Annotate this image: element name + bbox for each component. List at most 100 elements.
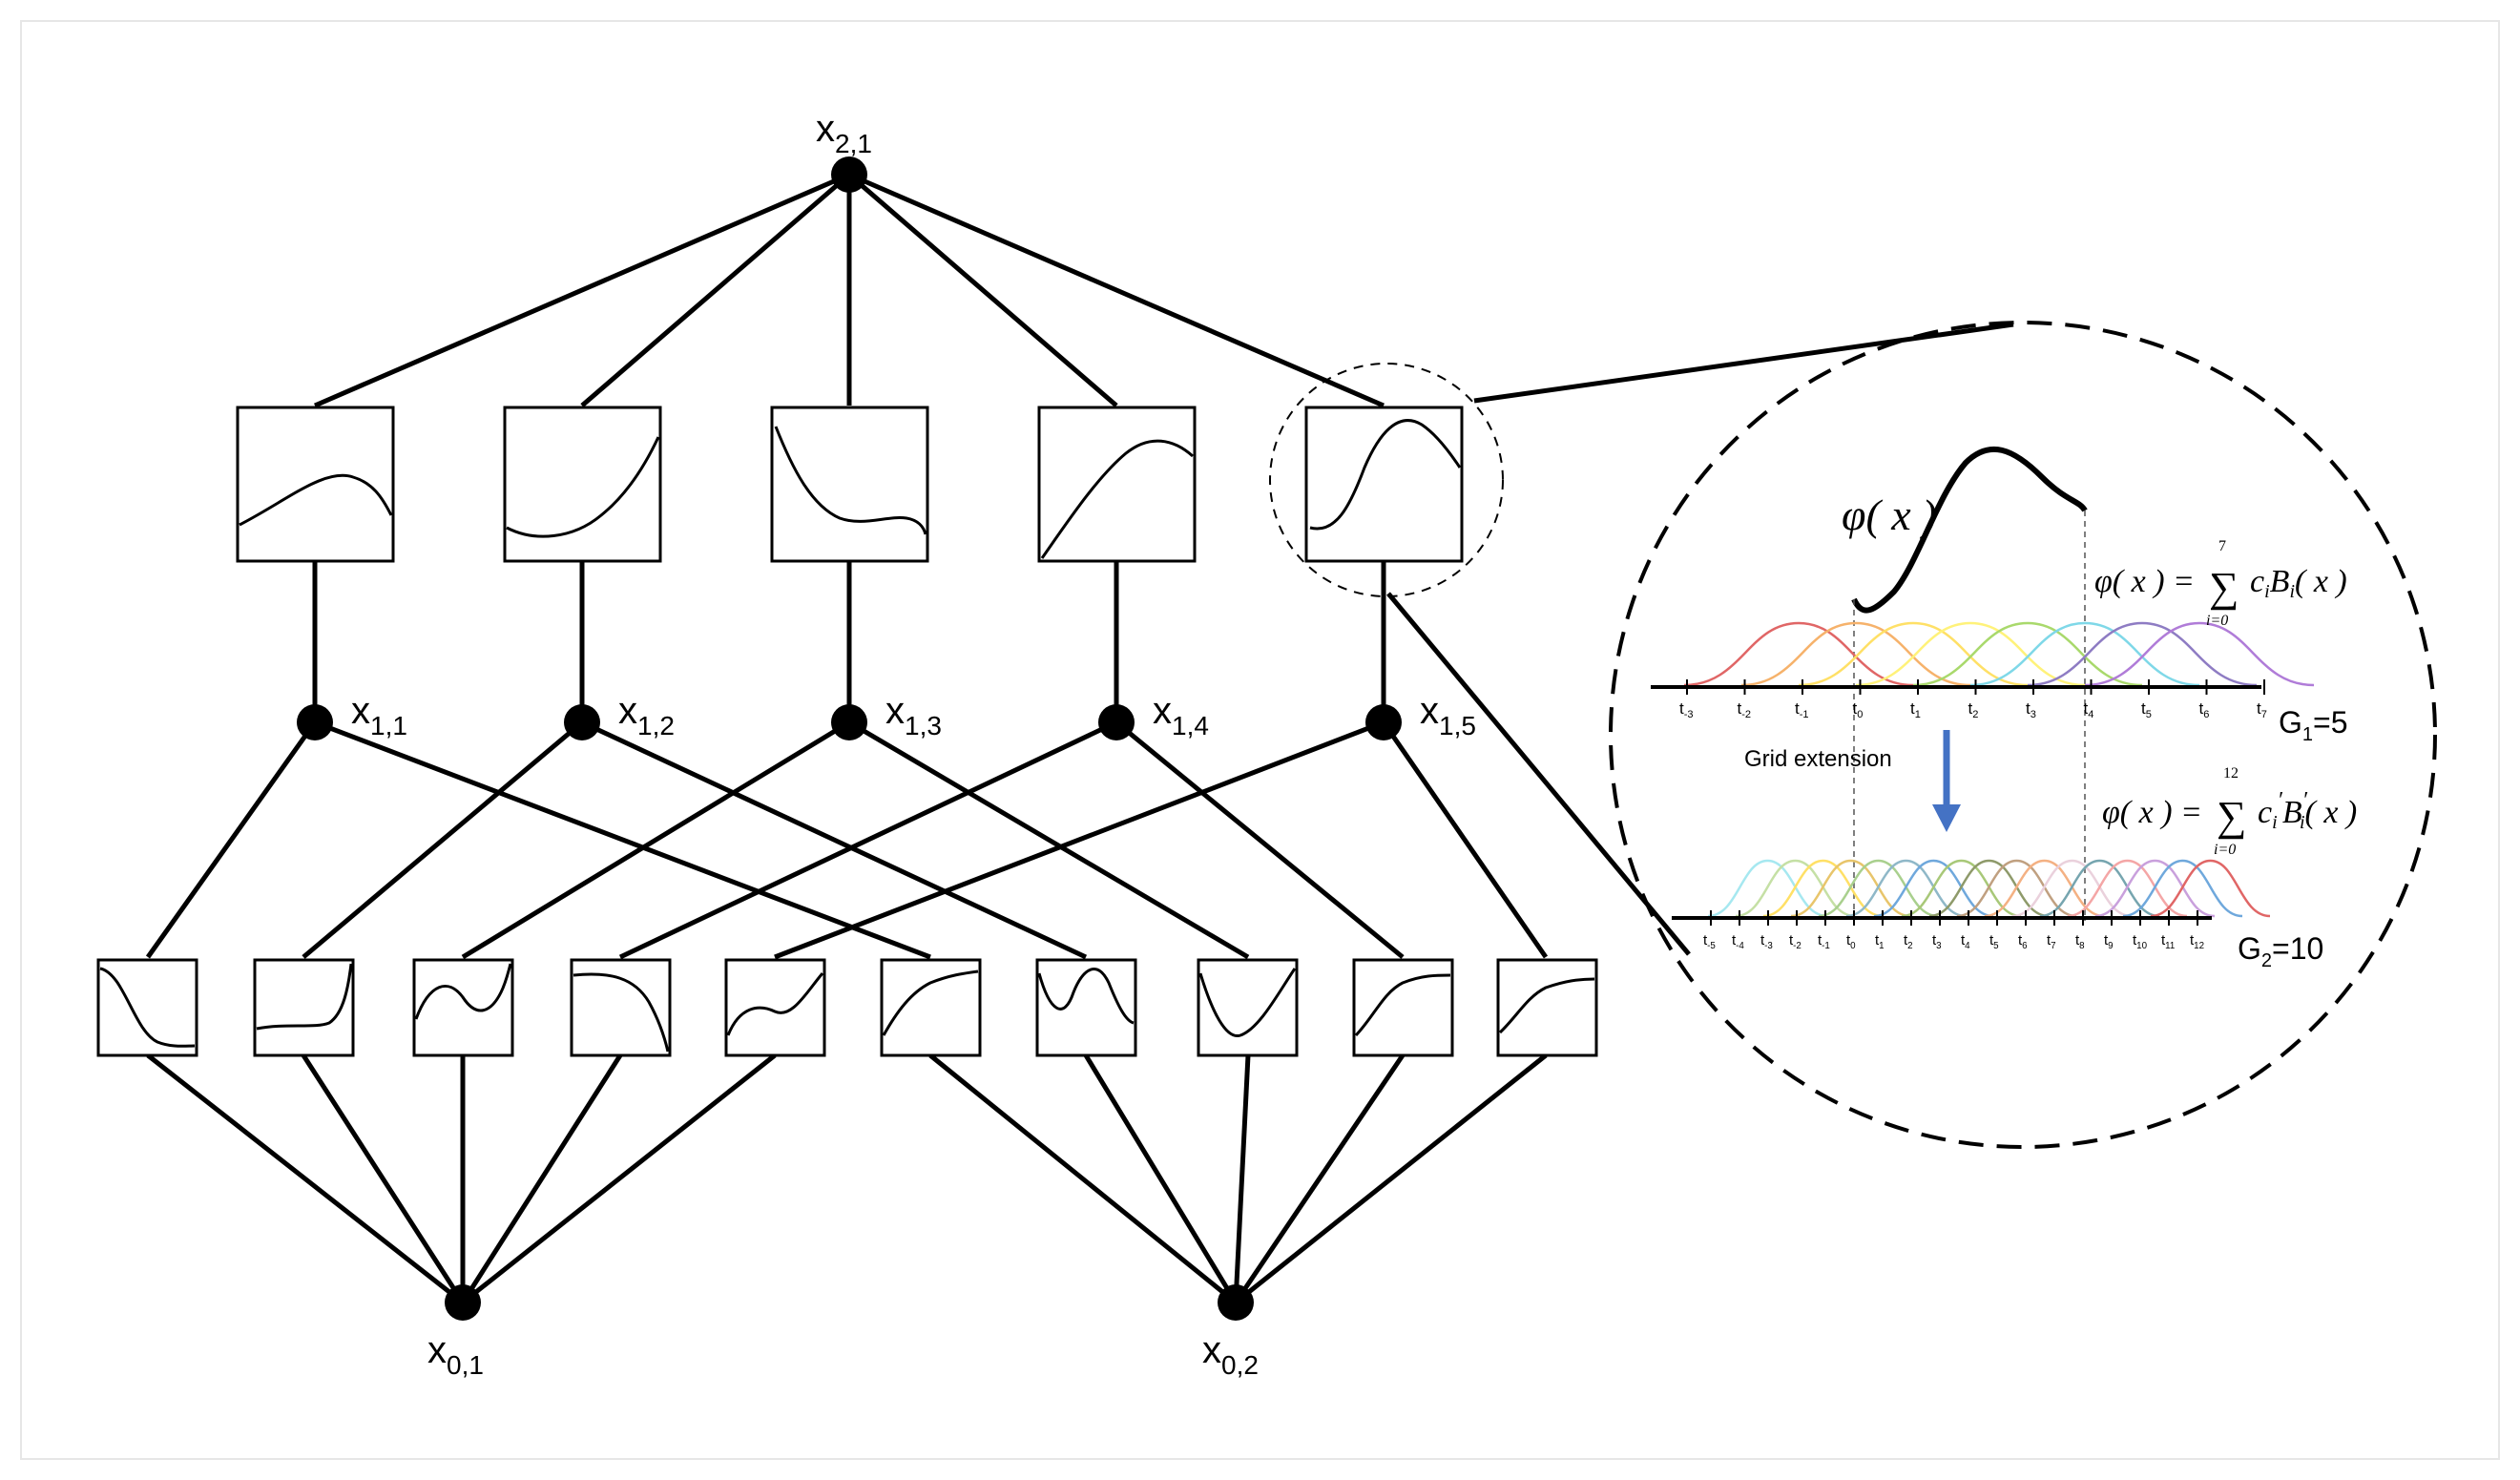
grid-tick-label: t0 (1853, 699, 1864, 720)
basis-function (1707, 859, 1828, 918)
svg-text:ci′B′i( x ): ci′B′i( x ) (2258, 788, 2357, 833)
activation-box (1304, 406, 1464, 563)
grid-guides (1853, 511, 2086, 921)
output-node-label: x2,1 (816, 108, 872, 158)
zoom-selection-circle (1269, 363, 1504, 597)
activation-curve (1354, 973, 1451, 1037)
activation-curve (1040, 439, 1195, 559)
svg-text:ciBi( x ): ciBi( x ) (2250, 564, 2347, 602)
basis-function (1969, 621, 2200, 687)
grid-tick-label: t0 (1846, 932, 1856, 951)
basis-function (1912, 621, 2143, 687)
basis-function (2011, 859, 2133, 918)
hidden-node-label: x1,2 (618, 690, 675, 740)
grid1-basis-functions (1683, 621, 2315, 687)
zoom-circle (1609, 321, 2437, 1149)
grid-tick-label: t-2 (1738, 699, 1752, 720)
activation-box (503, 406, 662, 563)
grid-tick-label: t4 (1961, 932, 1970, 951)
svg-text:∑: ∑ (2217, 793, 2246, 840)
hidden-node (564, 704, 600, 740)
basis-function (2094, 859, 2216, 918)
hidden-node-label: x1,1 (351, 690, 407, 740)
grid-tick-label: t3 (2026, 699, 2036, 720)
grid-tick-label: t-1 (1818, 932, 1830, 951)
input-node (1218, 1284, 1254, 1321)
node-labels: x2,1 x1,1 x1,2 x1,3 x1,4 x1,5 x0,1 x0,2 (351, 108, 1476, 1380)
grid-tick-label: t-4 (1732, 932, 1744, 951)
grid-tick-label: t-3 (1760, 932, 1773, 951)
svg-text:7: 7 (2218, 538, 2226, 554)
phi-label: φ( x ) (1842, 490, 1937, 539)
grid-tick-label: t6 (2199, 699, 2210, 720)
input-node (445, 1284, 481, 1321)
basis-function (1956, 859, 2077, 918)
basis-function (1735, 859, 1856, 918)
activation-curve (1309, 419, 1462, 531)
figure-frame (20, 20, 2500, 1460)
grid-tick-label: t12 (2190, 932, 2204, 951)
hidden-node-label: x1,3 (885, 690, 942, 740)
activation-box (253, 958, 355, 1057)
svg-text:i=0: i=0 (2206, 613, 2228, 629)
activation-box (1496, 958, 1598, 1057)
basis-function (1901, 859, 2022, 918)
basis-function (1928, 859, 2050, 918)
basis-function (1845, 859, 1967, 918)
network-nodes (297, 156, 1402, 1321)
activation-curve (573, 972, 670, 1053)
grid-tick-label: t2 (1904, 932, 1913, 951)
grid-tick-label: t-1 (1795, 699, 1809, 720)
basis-function (1818, 859, 1939, 918)
hidden-node (1098, 704, 1135, 740)
basis-function (1683, 621, 1914, 687)
grid-tick-label: t1 (1910, 699, 1921, 720)
grid-extension-arrow (1932, 730, 1961, 832)
grid-tick-label: t8 (2075, 932, 2085, 951)
activation-box (1037, 406, 1197, 563)
grid-tick-label: t5 (1989, 932, 1999, 951)
basis-function (2027, 621, 2258, 687)
activation-box (412, 958, 514, 1057)
basis-function (1984, 859, 2105, 918)
grid2-size-label: G2=10 (2238, 931, 2323, 971)
input-node-label: x0,1 (427, 1329, 484, 1380)
grid-tick-label: t6 (2018, 932, 2028, 951)
activation-curve (882, 969, 979, 1036)
grid-tick-label: t7 (2257, 699, 2267, 720)
basis-function (1798, 621, 2029, 687)
hidden-node-label: x1,5 (1420, 690, 1476, 740)
basis-function (2084, 621, 2315, 687)
basis-function (1740, 621, 1971, 687)
grid-tick-label: t4 (2084, 699, 2094, 720)
svg-text:∑: ∑ (2209, 564, 2239, 611)
activation-box (724, 958, 826, 1057)
activation-box (880, 958, 982, 1057)
grid-extension-label: Grid extension (1744, 746, 1892, 772)
activation-box (96, 958, 198, 1057)
activation-box (1197, 958, 1299, 1057)
grid-tick-label: t-2 (1789, 932, 1801, 951)
svg-text:φ( x ) =: φ( x ) = (2102, 795, 2202, 830)
basis-function (1855, 621, 2086, 687)
layer1-activation-boxes (236, 406, 1464, 563)
grid-tick-label: t9 (2104, 932, 2114, 951)
hidden-node (297, 704, 333, 740)
grid-tick-label: t3 (1932, 932, 1942, 951)
output-node (831, 156, 867, 193)
grid-tick-label: t11 (2161, 932, 2175, 951)
grid-tick-label: t5 (2141, 699, 2152, 720)
activation-curve (1037, 968, 1135, 1025)
grid2-basis-functions (1707, 859, 2271, 918)
activation-curve (414, 963, 512, 1020)
basis-function (2122, 859, 2243, 918)
activation-curve (239, 473, 393, 527)
basis-function (2150, 859, 2271, 918)
equation-grid1: φ( x ) = 7 ∑ i=0 ciBi( x ) (2094, 538, 2347, 629)
input-node-label: x0,2 (1202, 1329, 1259, 1380)
grid-tick-label: t2 (1968, 699, 1979, 720)
svg-text:12: 12 (2223, 765, 2239, 782)
